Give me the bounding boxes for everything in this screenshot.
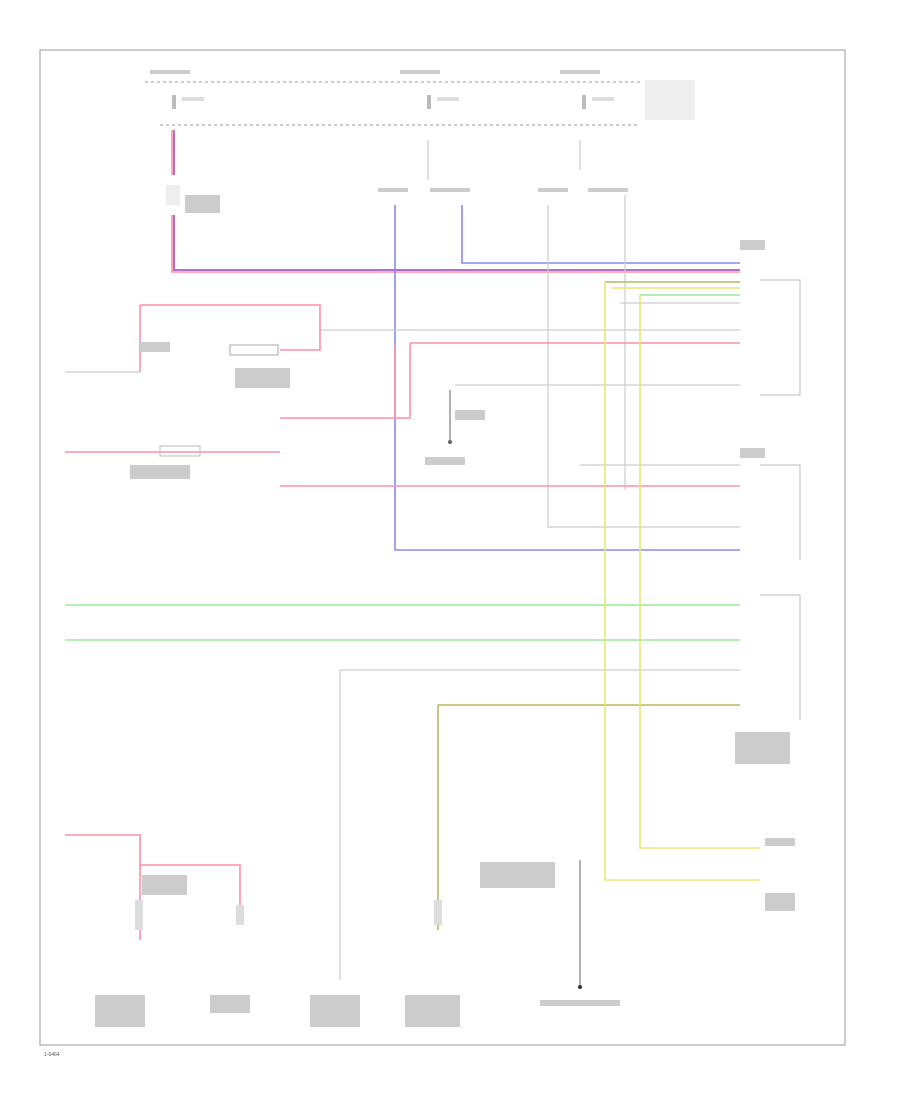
- power-bus: [145, 70, 695, 126]
- figure-id: 1-6464: [44, 1052, 60, 1058]
- right-connector-mid: [760, 464, 801, 560]
- blue-wire-a: [394, 205, 740, 551]
- label-blocks: [95, 195, 795, 1027]
- blue-wire-b: [461, 205, 740, 264]
- sensor-group: [65, 670, 582, 989]
- fuse-group: [172, 95, 614, 109]
- right-connector-upper: [320, 279, 801, 396]
- relay-block: [65, 304, 321, 373]
- right-connector-lower: [760, 594, 801, 720]
- connector-junction: [166, 185, 180, 205]
- diagram-border: [39, 49, 846, 1046]
